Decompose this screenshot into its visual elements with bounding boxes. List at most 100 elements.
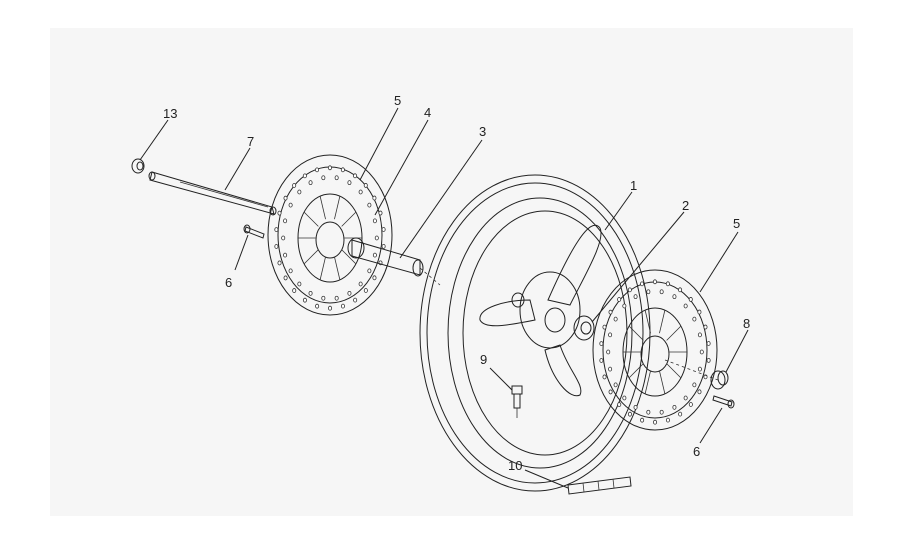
disc-hole bbox=[297, 189, 302, 195]
callout-3: 3 bbox=[479, 124, 486, 139]
callout-10: 10 bbox=[508, 458, 522, 473]
disc-hole bbox=[367, 202, 372, 208]
disc-hole bbox=[283, 252, 288, 258]
axle-part bbox=[148, 171, 277, 216]
disc-hole bbox=[347, 180, 352, 186]
disc-hole bbox=[283, 275, 288, 281]
disc-hole bbox=[381, 227, 386, 232]
disc-hole bbox=[703, 324, 708, 330]
disc-hole bbox=[340, 167, 345, 173]
left-brake-disc bbox=[267, 154, 393, 316]
disc-hole bbox=[640, 417, 645, 423]
disc-spoke bbox=[666, 325, 682, 341]
disc-hole bbox=[608, 332, 613, 338]
disc-spoke bbox=[303, 211, 319, 227]
disc-hole bbox=[274, 244, 279, 249]
disc-hole bbox=[328, 305, 333, 311]
bolt-right-part bbox=[712, 395, 735, 409]
disc-spoke bbox=[341, 211, 357, 227]
disc-hole bbox=[608, 309, 613, 315]
disc-hole bbox=[640, 281, 645, 287]
leader-lines bbox=[139, 107, 749, 489]
callout-13: 13 bbox=[163, 106, 177, 121]
disc-hole bbox=[277, 210, 282, 216]
disc-hole bbox=[353, 297, 358, 303]
disc-hole bbox=[665, 281, 670, 287]
disc-hole bbox=[672, 404, 677, 410]
callout-labels: 13 7 5 4 3 6 1 2 5 8 9 6 10 bbox=[163, 93, 750, 473]
disc-hole bbox=[334, 295, 339, 301]
right-spacer-part bbox=[710, 370, 729, 390]
disc-hole bbox=[315, 167, 320, 173]
disc-spoke bbox=[334, 196, 341, 220]
disc-hole bbox=[659, 289, 664, 295]
disc-spoke bbox=[341, 249, 357, 265]
disc-hole bbox=[653, 419, 658, 425]
callout-1: 1 bbox=[630, 178, 637, 193]
disc-hole bbox=[347, 290, 352, 296]
disc-hole bbox=[358, 281, 363, 287]
disc-spoke bbox=[659, 310, 666, 334]
callout-5-left: 5 bbox=[394, 93, 401, 108]
disc-hole bbox=[692, 382, 697, 388]
disc-spoke bbox=[659, 370, 666, 394]
wheel-rim bbox=[419, 174, 651, 492]
disc-spoke bbox=[628, 363, 644, 379]
disc-hole bbox=[283, 218, 288, 224]
disc-hole bbox=[652, 279, 657, 285]
diagram-panel bbox=[50, 28, 853, 516]
callout-4: 4 bbox=[424, 105, 431, 120]
disc-hole bbox=[363, 288, 368, 293]
weight-strip-part bbox=[567, 476, 632, 495]
callout-7: 7 bbox=[247, 134, 254, 149]
disc-hole bbox=[613, 382, 618, 388]
disc-hole bbox=[292, 183, 297, 188]
disc-hole bbox=[292, 288, 297, 293]
disc-hole bbox=[372, 218, 377, 224]
disc-hole bbox=[358, 189, 363, 195]
callout-8: 8 bbox=[743, 316, 750, 331]
disc-hole bbox=[599, 341, 604, 346]
disc-hole bbox=[340, 303, 345, 309]
disc-hole bbox=[622, 303, 627, 309]
disc-hole bbox=[678, 411, 683, 417]
disc-hole bbox=[665, 417, 670, 423]
disc-hole bbox=[692, 316, 697, 322]
disc-hole bbox=[602, 324, 607, 330]
disc-hole bbox=[302, 173, 307, 179]
disc-hole bbox=[646, 289, 651, 295]
disc-spoke bbox=[334, 256, 341, 280]
disc-hole bbox=[646, 409, 651, 415]
disc-hole bbox=[321, 295, 326, 301]
disc-hole bbox=[697, 389, 702, 395]
disc-hole bbox=[367, 268, 372, 274]
disc-hole bbox=[602, 374, 607, 380]
disc-hole bbox=[277, 260, 282, 266]
disc-hole bbox=[697, 309, 702, 315]
disc-spoke bbox=[666, 363, 682, 379]
disc-hole bbox=[699, 349, 704, 355]
disc-hole bbox=[678, 287, 683, 293]
disc-hole bbox=[381, 244, 386, 249]
disc-hole bbox=[633, 294, 638, 300]
disc-hole bbox=[659, 409, 664, 415]
disc-hole bbox=[697, 366, 702, 372]
disc-hole bbox=[633, 404, 638, 410]
disc-hole bbox=[274, 227, 279, 232]
disc-hole bbox=[288, 268, 293, 274]
valve-part bbox=[511, 385, 523, 418]
disc-hole bbox=[334, 175, 339, 181]
disc-hole bbox=[315, 303, 320, 309]
disc-hole bbox=[627, 287, 632, 293]
disc-spoke bbox=[644, 310, 651, 334]
disc-spoke bbox=[319, 256, 326, 280]
disc-hole bbox=[321, 175, 326, 181]
disc-spoke bbox=[319, 196, 326, 220]
nut-part bbox=[131, 158, 145, 174]
disc-hole bbox=[308, 290, 313, 296]
disc-hole bbox=[599, 358, 604, 363]
disc-hole bbox=[283, 195, 288, 201]
disc-hole bbox=[372, 275, 377, 281]
